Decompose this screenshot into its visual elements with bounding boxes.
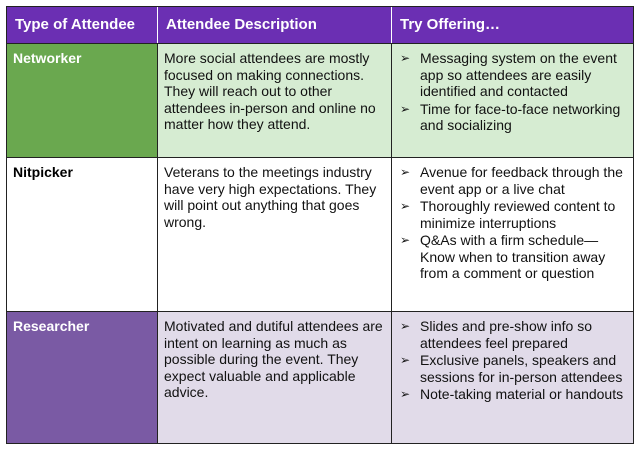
offering-text: Slides and pre-show info so attendees fe… [420,318,592,351]
arrow-bullet-icon: ➢ [400,319,411,333]
arrow-bullet-icon: ➢ [400,51,411,65]
list-item: ➢ Note-taking material or handouts [398,386,627,403]
attendee-description: More social attendees are mostly focused… [158,44,392,157]
attendee-type: Nitpicker [7,158,158,311]
list-item: ➢ Thoroughly reviewed content to minimize… [398,198,627,231]
arrow-bullet-icon: ➢ [400,353,411,367]
offering-cell: ➢ Avenue for feedback through the event a… [392,158,633,311]
arrow-bullet-icon: ➢ [400,387,411,401]
header-try-offering: Try Offering… [400,16,501,33]
offering-text: Exclusive panels, speakers and sessions … [420,352,623,385]
offering-list: ➢ Avenue for feedback through the event a… [398,164,627,282]
list-item: ➢ Slides and pre-show info so attendees f… [398,318,627,351]
attendee-type: Researcher [7,312,158,443]
offering-list: ➢ Slides and pre-show info so attendees f… [398,318,627,403]
header-type-of-attendee: Type of Attendee [7,7,158,43]
attendee-table: Type of Attendee Attendee Description Tr… [6,6,634,444]
list-item: ➢ Time for face-to-face networking and so… [398,101,627,134]
offering-list: ➢ Messaging system on the event app so at… [398,50,627,134]
offering-text: Note-taking material or handouts [420,386,624,402]
arrow-bullet-icon: ➢ [400,165,411,179]
attendee-type: Networker [7,44,158,157]
offering-text: Messaging system on the event app so att… [420,50,617,99]
offering-text: Avenue for feedback through the event ap… [420,164,623,197]
offering-cell: ➢ Messaging system on the event app so at… [392,44,633,157]
arrow-bullet-icon: ➢ [400,101,411,116]
list-item: ➢ Avenue for feedback through the event a… [398,164,627,197]
header-attendee-description: Attendee Description [158,7,392,43]
arrow-bullet-icon: ➢ [400,199,411,213]
offering-text: Thoroughly reviewed content to minimize … [420,198,616,231]
list-item: ➢ Exclusive panels, speakers and sessions… [398,352,627,385]
offering-cell: ➢ Slides and pre-show info so attendees f… [392,312,633,443]
offering-text: Q&As with a firm schedule—Know when to t… [420,232,606,281]
attendee-description: Veterans to the meetings industry have v… [158,158,392,311]
arrow-bullet-icon: ➢ [400,233,411,247]
table-row: Nitpicker Veterans to the meetings indus… [7,158,633,312]
offering-text: Time for face-to-face networking and soc… [420,100,621,134]
table-row: Researcher Motivated and dutiful attende… [7,312,633,443]
list-item: ➢ Q&As with a firm schedule—Know when to … [398,232,627,282]
list-item: ➢ Messaging system on the event app so at… [398,50,627,100]
table-row: Networker More social attendees are most… [7,44,633,158]
attendee-description: Motivated and dutiful attendees are inte… [158,312,392,443]
table-header-row: Type of Attendee Attendee Description Tr… [7,7,633,44]
